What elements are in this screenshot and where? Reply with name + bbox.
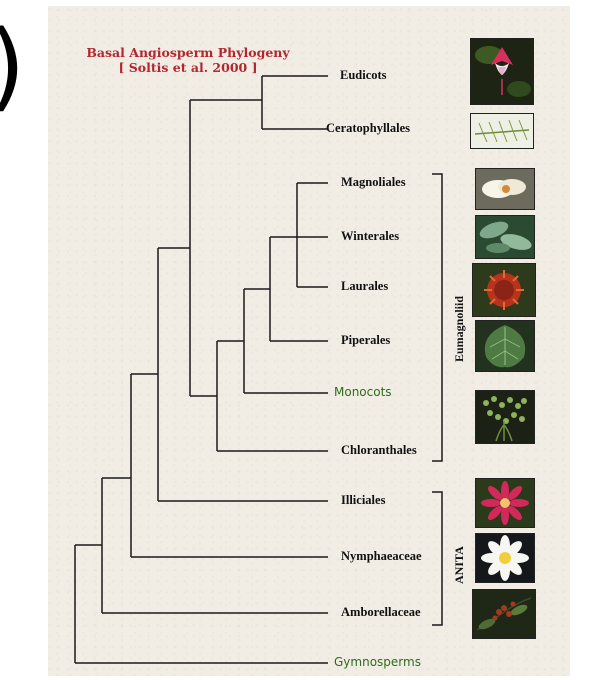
monocot-plant-photo	[475, 390, 535, 444]
amborella-berries-photo	[472, 589, 536, 639]
label-laurales: Laurales	[341, 279, 388, 294]
ceratophyllum-sprig-photo	[470, 113, 534, 149]
group-label-anita: ANITA	[452, 546, 467, 584]
label-nymphaeaceae: Nymphaeaceae	[341, 549, 422, 564]
label-ceratophyllales: Ceratophyllales	[326, 121, 410, 136]
label-gymnosperms: Gymnosperms	[334, 655, 421, 669]
eumagnoliid-bracket	[432, 174, 442, 461]
label-eudicots: Eudicots	[340, 68, 387, 83]
piper-leaf-photo	[475, 320, 535, 372]
label-amborellaceae: Amborellaceae	[341, 605, 421, 620]
winteraceae-leaves-photo	[475, 215, 535, 259]
label-piperales: Piperales	[341, 333, 390, 348]
water-lily-photo	[475, 533, 535, 583]
label-winterales: Winterales	[341, 229, 399, 244]
anita-bracket	[432, 492, 442, 625]
fuchsia-flower-photo	[470, 38, 534, 105]
label-magnoliales: Magnoliales	[341, 175, 406, 190]
group-label-eumagnoliid: Eumagnoliid	[452, 296, 467, 362]
label-monocots: Monocots	[334, 385, 392, 399]
illicium-flower-photo	[475, 478, 535, 528]
magnolia-flower-photo	[475, 168, 535, 210]
laurales-flower-photo	[472, 263, 536, 317]
label-illiciales: Illiciales	[341, 493, 385, 508]
label-chloranthales: Chloranthales	[341, 443, 417, 458]
